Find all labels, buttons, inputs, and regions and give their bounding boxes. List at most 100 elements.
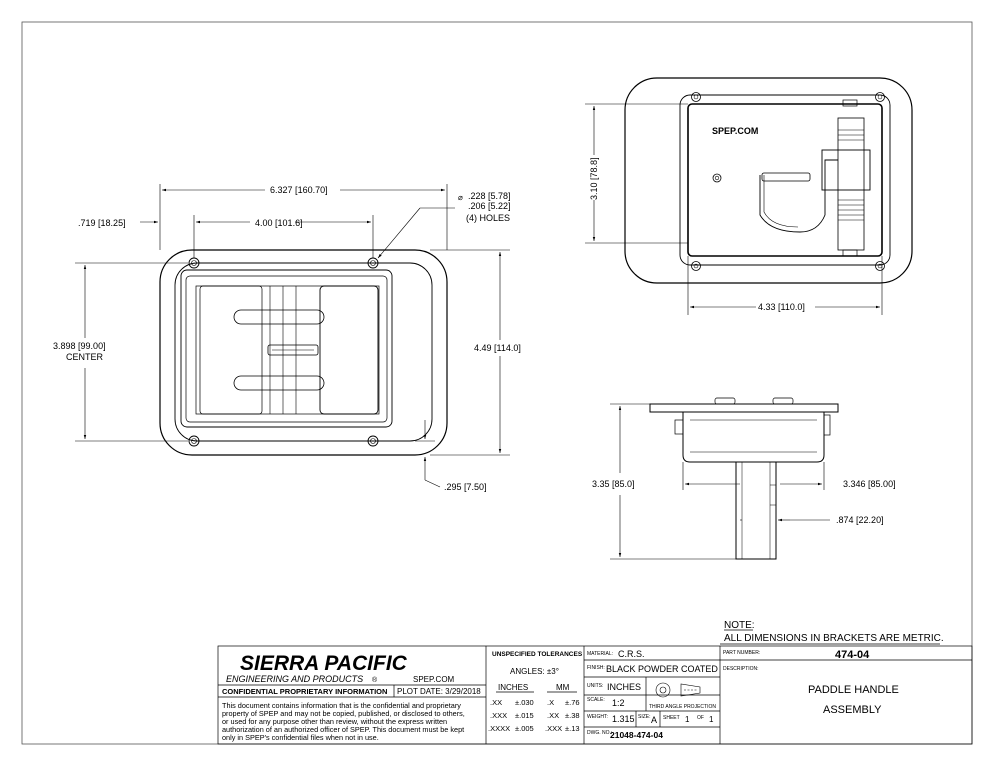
front-view-dimensions — [75, 184, 510, 488]
mm-column-header: MM — [556, 683, 570, 692]
svg-text:.295 [7.50]: .295 [7.50] — [444, 482, 487, 492]
size-value: A — [651, 715, 657, 725]
center-label: CENTER — [66, 352, 104, 362]
part-number-value: 474-04 — [835, 649, 870, 661]
side-view-dimension-text: 3.35 [85.0] 3.346 [85.00] .874 [22.20] — [592, 479, 896, 525]
scale-value: 1:2 — [612, 698, 625, 708]
svg-text:3.898 [99.00]: 3.898 [99.00] — [53, 341, 106, 351]
side-width-metric: 85.00 — [871, 479, 894, 489]
svg-text:.206 [5.22]: .206 [5.22] — [468, 201, 511, 211]
confidential-line: authorization of an authorized officer o… — [222, 725, 464, 734]
svg-text:⌀: ⌀ — [458, 193, 463, 202]
finish-value: BLACK POWDER COATED — [606, 664, 718, 674]
dwg-no-value: 21048-474-04 — [610, 730, 663, 740]
weight-value: 1.315 — [612, 714, 635, 724]
svg-text:.719 [18.25]: .719 [18.25] — [78, 218, 126, 228]
hole-offset-metric: 18.25 — [101, 218, 124, 228]
stem-metric: 22.20 — [859, 515, 882, 525]
hole-count-label: (4) HOLES — [466, 213, 510, 223]
tol-inch-label: .XX — [490, 698, 502, 707]
front-view-dimension-text: 6.327 [160.70] .719 [18.25] 4.00 [101.6]… — [53, 185, 521, 492]
front-view — [159, 249, 448, 456]
note-block: NOTE: ALL DIMENSIONS IN BRACKETS ARE MET… — [724, 620, 944, 644]
svg-text:3.346 [85.00]: 3.346 [85.00] — [843, 479, 896, 489]
svg-text:.228 [5.78]: .228 [5.78] — [468, 191, 511, 201]
scale-label: SCALE: — [587, 697, 605, 703]
confidential-heading: CONFIDENTIAL PROPRIETARY INFORMATION — [222, 687, 387, 696]
of-label: OF — [697, 715, 704, 721]
rear-view-dimension-text: 3.10 [78.8] 4.33 [110.0] — [589, 157, 805, 312]
hole-offset-value: .719 — [78, 218, 96, 228]
note-heading: NOTE: — [724, 620, 755, 631]
overall-width-metric: 160.70 — [298, 185, 326, 195]
tol-inch-value: ±.005 — [515, 724, 534, 733]
material-label: MATERIAL: — [587, 651, 613, 657]
svg-text:3.10 [78.8]: 3.10 [78.8] — [589, 157, 599, 200]
hole-dia-min-value: .206 — [468, 201, 486, 211]
sheet-label: SHEET — [663, 715, 680, 721]
tol-mm-label: .X — [547, 698, 554, 707]
height-value: 4.49 — [474, 343, 492, 353]
title-block-lines — [217, 629, 973, 745]
svg-text:6.327 [160.70]: 6.327 [160.70] — [270, 185, 328, 195]
units-label: UNITS: — [587, 683, 603, 689]
dwg-no-label: DWG. NO.: — [587, 730, 612, 736]
plot-date: PLOT DATE: 3/29/2018 — [397, 687, 481, 696]
confidential-line: This document contains information that … — [222, 701, 461, 710]
registered-mark: ® — [372, 676, 378, 684]
weight-label: WEIGHT: — [587, 714, 608, 720]
rear-view-dimensions — [585, 103, 883, 315]
note-text: ALL DIMENSIONS IN BRACKETS ARE METRIC. — [724, 633, 944, 644]
description-line-2: ASSEMBLY — [823, 704, 882, 716]
tolerances-heading: UNSPECIFIED TOLERANCES — [492, 651, 583, 658]
svg-text:4.00 [101.6]: 4.00 [101.6] — [255, 218, 303, 228]
overall-width-fraction: .327 — [275, 185, 293, 195]
material-value: C.R.S. — [618, 649, 645, 659]
inches-column-header: INCHES — [498, 683, 528, 692]
tol-mm-label: .XX — [547, 711, 559, 720]
third-angle-symbol — [655, 682, 701, 698]
tol-mm-label: .XXX — [545, 724, 562, 733]
tol-mm-value: ±.13 — [565, 724, 580, 733]
svg-text:3.35 [85.0]: 3.35 [85.0] — [592, 479, 635, 489]
svg-text:.874 [22.20]: .874 [22.20] — [836, 515, 884, 525]
tol-inch-value: ±.015 — [515, 711, 534, 720]
tol-inch-value: ±.030 — [515, 698, 534, 707]
company-subtitle: ENGINEERING AND PRODUCTS — [226, 674, 363, 684]
hole-spacing-metric: 101.6 — [278, 218, 301, 228]
stem-value: .874 — [836, 515, 854, 525]
angles-tolerance: ANGLES: ±3° — [510, 667, 559, 676]
description-label: DESCRIPTION: — [723, 666, 759, 672]
sheet-total-value: 1 — [709, 715, 714, 724]
cutout-width-metric: 110.0 — [781, 302, 803, 312]
confidential-line: property of SPEP and may not be copied, … — [222, 709, 465, 718]
size-label: SIZE: — [638, 714, 651, 720]
cutout-height-metric: 78.8 — [589, 160, 599, 178]
side-view-dimensions — [610, 403, 830, 560]
height-metric: 114.0 — [497, 343, 519, 353]
sheet-value: 1 — [685, 715, 690, 724]
part-number-label: PART NUMBER: — [723, 650, 760, 656]
tol-mm-value: ±.38 — [565, 711, 580, 720]
hole-dia-min-metric: 5.22 — [491, 201, 509, 211]
tol-inch-label: .XXXX — [488, 724, 510, 733]
svg-text:4.49 [114.0]: 4.49 [114.0] — [474, 343, 521, 353]
cutout-height-value: 3.10 — [589, 182, 599, 200]
side-view — [649, 397, 839, 560]
overall-width-value: 6 — [270, 185, 275, 195]
description-line-1: PADDLE HANDLE — [808, 684, 899, 696]
finish-label: FINISH: — [587, 665, 605, 671]
side-depth-value: 3.35 — [592, 479, 610, 489]
center-dim-value: 3.898 — [53, 341, 76, 351]
projection-label: THIRD ANGLE PROJECTION — [649, 704, 716, 710]
edge-offset-value: .295 — [444, 482, 462, 492]
cutout-brand-label: SPEP.COM — [712, 126, 758, 136]
hole-dia-max-metric: 5.78 — [491, 191, 509, 201]
side-width-value: 3.346 — [843, 479, 866, 489]
confidential-line: or used for any purpose other than revie… — [222, 717, 447, 726]
edge-offset-metric: 7.50 — [467, 482, 485, 492]
company-name: SIERRA PACIFIC — [240, 652, 408, 675]
company-website: SPEP.COM — [413, 675, 455, 684]
confidential-line: only in SPEP's confidential files when n… — [222, 733, 379, 742]
